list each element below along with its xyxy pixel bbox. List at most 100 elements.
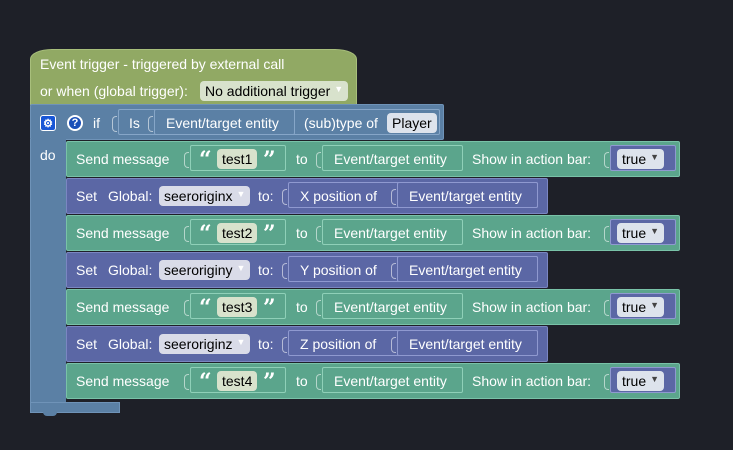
message-text: test4 xyxy=(222,373,253,389)
subtype-label: (sub)type of xyxy=(304,115,378,131)
send-message-label: Send message xyxy=(76,225,170,241)
open-quote-icon: “ xyxy=(199,295,212,321)
position-entity-block[interactable] xyxy=(397,256,538,282)
input-notch xyxy=(316,300,321,316)
close-quote-icon: ” xyxy=(263,147,276,173)
chevron-down-icon: ▼ xyxy=(236,263,246,273)
message-text-field[interactable]: test1 xyxy=(217,149,258,169)
do-label: do xyxy=(40,147,56,163)
input-notch xyxy=(184,300,189,316)
message-text-field[interactable]: test3 xyxy=(217,297,258,317)
target-entity-block[interactable] xyxy=(322,367,463,393)
target-entity-block[interactable] xyxy=(322,145,463,171)
target-entity-label: Event/target entity xyxy=(334,299,447,315)
position-entity-block[interactable] xyxy=(397,330,538,356)
message-text-field[interactable]: test4 xyxy=(217,371,258,391)
global-trigger-dropdown[interactable]: No additional trigger▼ xyxy=(200,81,349,101)
chevron-down-icon: ▼ xyxy=(650,300,660,310)
to-label: to xyxy=(296,151,308,167)
input-notch xyxy=(184,226,189,242)
global-variable-value: seeroriginz xyxy=(164,336,233,352)
boolean-value: true xyxy=(622,299,647,315)
target-entity-label: Event/target entity xyxy=(334,225,447,241)
to-label: to: xyxy=(258,262,274,278)
target-entity-label: Event/target entity xyxy=(334,151,447,167)
set-label: Set xyxy=(76,336,98,352)
subtype-value: Player xyxy=(392,115,432,131)
input-notch xyxy=(282,337,287,353)
action-bar-label: Show in action bar: xyxy=(472,151,592,167)
input-notch xyxy=(148,116,153,132)
global-variable-value: seeroriginy xyxy=(164,262,233,278)
boolean-dropdown[interactable]: true▼ xyxy=(617,297,665,317)
boolean-dropdown[interactable]: true▼ xyxy=(617,223,665,243)
if-block-footer xyxy=(30,402,120,413)
position-entity-label: Event/target entity xyxy=(409,336,522,352)
target-entity-block[interactable] xyxy=(322,219,463,245)
set-label: Set xyxy=(76,262,98,278)
input-notch xyxy=(184,152,189,168)
action-bar-label: Show in action bar: xyxy=(472,299,592,315)
input-notch xyxy=(112,116,117,132)
send-message-label: Send message xyxy=(76,151,170,167)
condition-entity-block[interactable] xyxy=(154,109,295,135)
send-message-label: Send message xyxy=(76,299,170,315)
target-entity-block[interactable] xyxy=(322,293,463,319)
chevron-down-icon: ▼ xyxy=(334,84,344,94)
boolean-dropdown[interactable]: true▼ xyxy=(617,149,665,169)
is-label: Is xyxy=(129,115,140,131)
position-entity-label: Event/target entity xyxy=(409,188,522,204)
position-entity-block[interactable] xyxy=(397,182,538,208)
position-entity-label: Event/target entity xyxy=(409,262,522,278)
chevron-down-icon: ▼ xyxy=(236,337,246,347)
close-quote-icon: ” xyxy=(263,369,276,395)
global-trigger-value: No additional trigger xyxy=(205,83,331,99)
input-notch xyxy=(604,374,609,390)
input-notch xyxy=(604,152,609,168)
chevron-down-icon: ▼ xyxy=(650,226,660,236)
message-text: test3 xyxy=(222,299,253,315)
action-bar-label: Show in action bar: xyxy=(472,225,592,241)
input-notch xyxy=(282,189,287,205)
if-block-body xyxy=(30,139,66,405)
input-notch xyxy=(316,152,321,168)
if-block-footer-tab xyxy=(43,411,57,416)
event-trigger-title: Event trigger - triggered by external ca… xyxy=(40,56,285,72)
input-notch xyxy=(391,337,396,353)
event-trigger-block[interactable] xyxy=(30,49,357,105)
boolean-value: true xyxy=(622,225,647,241)
input-notch xyxy=(184,374,189,390)
global-label: Global: xyxy=(108,262,153,278)
input-notch xyxy=(604,300,609,316)
chevron-down-icon: ▼ xyxy=(236,189,246,199)
boolean-dropdown[interactable]: true▼ xyxy=(617,371,665,391)
global-variable-value: seeroriginx xyxy=(164,188,233,204)
gear-icon[interactable]: ⚙ xyxy=(40,115,56,131)
set-label: Set xyxy=(76,188,98,204)
global-variable-dropdown[interactable]: seeroriginy▼ xyxy=(159,260,251,280)
input-notch xyxy=(604,226,609,242)
target-entity-label: Event/target entity xyxy=(334,373,447,389)
open-quote-icon: “ xyxy=(199,221,212,247)
input-notch xyxy=(391,263,396,279)
global-label: Global: xyxy=(108,336,153,352)
to-label: to xyxy=(296,299,308,315)
action-bar-label: Show in action bar: xyxy=(472,373,592,389)
input-notch xyxy=(282,263,287,279)
open-quote-icon: “ xyxy=(199,147,212,173)
open-quote-icon: “ xyxy=(199,369,212,395)
message-text-field[interactable]: test2 xyxy=(217,223,258,243)
help-icon[interactable]: ? xyxy=(67,115,83,131)
chevron-down-icon: ▼ xyxy=(650,152,660,162)
to-label: to: xyxy=(258,188,274,204)
boolean-value: true xyxy=(622,373,647,389)
global-variable-dropdown[interactable]: seeroriginz▼ xyxy=(159,334,251,354)
to-label: to: xyxy=(258,336,274,352)
global-label: Global: xyxy=(108,188,153,204)
position-label: Z position of xyxy=(300,336,377,352)
global-variable-dropdown[interactable]: seeroriginx▼ xyxy=(159,186,251,206)
close-quote-icon: ” xyxy=(263,295,276,321)
message-text: test2 xyxy=(222,225,253,241)
global-trigger-label: or when (global trigger): xyxy=(40,83,188,99)
subtype-dropdown[interactable]: Player xyxy=(387,113,437,133)
